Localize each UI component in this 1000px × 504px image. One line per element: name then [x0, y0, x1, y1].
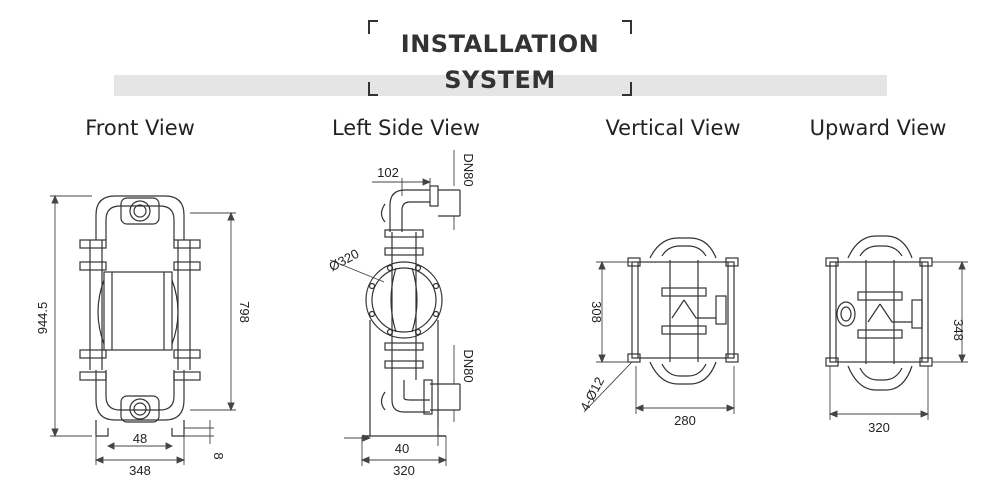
vertical-view-drawing	[627, 237, 739, 385]
front-foot-label: 8	[211, 452, 226, 459]
header-title-line2: SYSTEM	[444, 66, 556, 94]
bracket-top-right	[622, 20, 632, 34]
front-base-width-label: 348	[129, 463, 151, 478]
side-offset-top-label: 102	[377, 165, 399, 180]
front-height-label: 944.5	[35, 302, 50, 335]
header-band	[114, 75, 887, 96]
header-title-line1: INSTALLATION	[400, 30, 600, 58]
side-port-bottom-label: DN80	[461, 349, 476, 382]
front-base-inner-label: 48	[133, 431, 147, 446]
side-base-width-label: 320	[393, 463, 415, 478]
vertical-view-title: Vertical View	[605, 116, 741, 140]
side-port-top-label: DN80	[461, 153, 476, 186]
upward-view-drawing	[825, 235, 933, 391]
side-diameter-label: Ø320	[326, 246, 361, 274]
vertical-holes-label: 4-Ø12	[577, 374, 607, 413]
bracket-bottom-left	[368, 82, 378, 96]
upward-view-title: Upward View	[809, 116, 947, 140]
front-view-title: Front View	[85, 116, 195, 140]
header-title-box: INSTALLATION SYSTEM	[368, 20, 632, 96]
front-view-drawing	[79, 195, 201, 437]
bracket-bottom-right	[622, 82, 632, 96]
side-base-offset-label: 40	[395, 441, 409, 456]
bracket-top-left	[368, 20, 378, 34]
vertical-width-label: 280	[674, 413, 696, 428]
upward-width-label: 320	[868, 420, 890, 435]
front-inner-height-label: 798	[237, 301, 252, 323]
left-side-view-drawing	[362, 185, 461, 437]
vertical-depth-label: 308	[589, 301, 604, 323]
upward-depth-label: 348	[951, 319, 966, 341]
left-side-view-title: Left Side View	[331, 116, 481, 140]
